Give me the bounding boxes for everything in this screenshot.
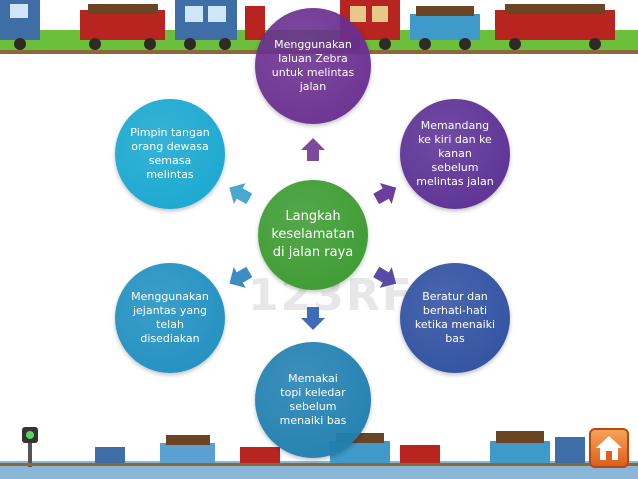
node-label: Memakai topi keledar sebelum menaiki bas — [279, 372, 347, 427]
node-pimpin-tangan: Pimpin tangan orang dewasa semasa melint… — [115, 99, 225, 209]
center-node-langkah-keselamatan: Langkah keselamatan di jalan raya — [258, 180, 368, 290]
node-label: Pimpin tangan orang dewasa semasa melint… — [130, 126, 210, 181]
traffic-signal-icon — [22, 427, 38, 467]
arrow-to-upper-right — [373, 183, 397, 205]
node-label: Menggunakan jejantas yang telah disediak… — [131, 290, 209, 345]
arrow-to-top — [301, 138, 325, 161]
top-wheels — [14, 38, 601, 50]
home-icon — [596, 436, 622, 460]
node-laluan-zebra: Menggunakan laluan Zebra untuk melintas … — [255, 8, 371, 124]
bottom-rail — [0, 463, 638, 466]
arrow-to-lower-right — [373, 266, 397, 288]
arrow-to-lower-left — [229, 266, 253, 288]
arrow-to-bottom — [301, 307, 325, 330]
center-node-label: Langkah keselamatan di jalan raya — [271, 209, 355, 260]
node-jejantas: Menggunakan jejantas yang telah disediak… — [115, 263, 225, 373]
node-label: Memandang ke kiri dan ke kanan sebelum m… — [416, 119, 494, 188]
node-label: Menggunakan laluan Zebra untuk melintas … — [271, 38, 355, 93]
top-train-icon — [0, 0, 615, 40]
node-beratur-bas: Beratur dan berhati-hati ketika menaiki … — [400, 263, 510, 373]
node-topi-keledar: Memakai topi keledar sebelum menaiki bas — [255, 342, 371, 458]
arrow-to-upper-left — [229, 183, 253, 205]
node-label: Beratur dan berhati-hati ketika menaiki … — [414, 290, 496, 345]
home-button[interactable] — [589, 428, 629, 468]
node-memandang-kiri-kanan: Memandang ke kiri dan ke kanan sebelum m… — [400, 99, 510, 209]
